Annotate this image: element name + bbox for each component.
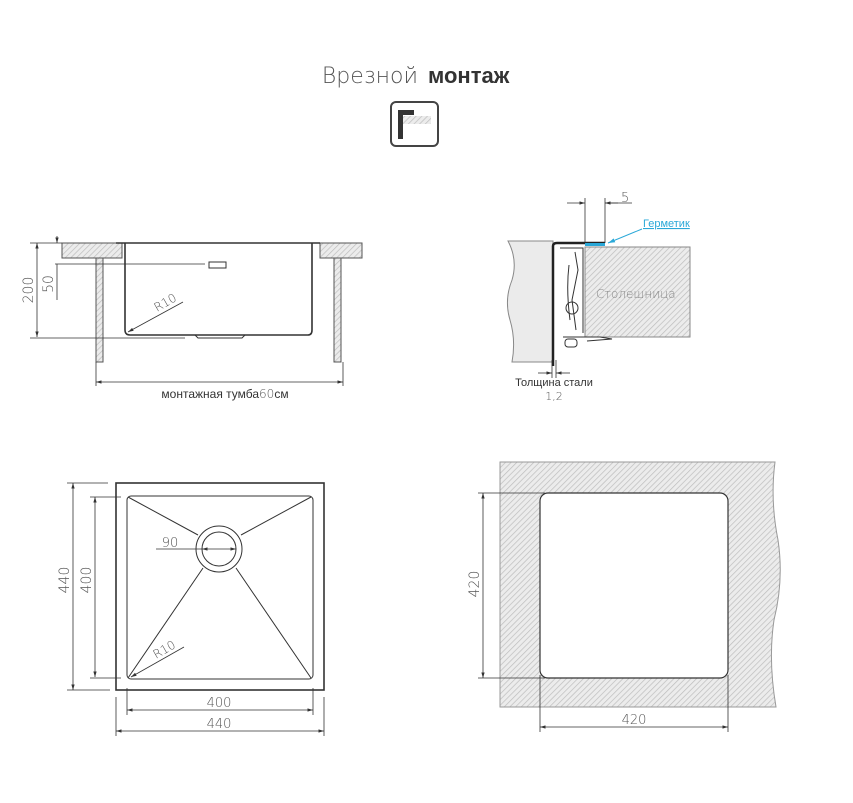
page-title: Врезной монтаж [322,63,510,89]
dim-gap-label: 5 [621,191,629,206]
dim-height-label: 200 [21,277,37,304]
drain-outline [194,334,246,339]
detail-view: 5 Герметик Столешница Толщина стали 1,2 [506,191,691,403]
title-bold: монтаж [428,63,510,88]
outer-height-label: 440 [57,567,73,594]
countertop [584,246,691,338]
cabinet-wall-right [333,257,342,363]
cutout-height-label: 420 [467,571,483,598]
countertop-right [319,242,363,259]
outer-width-label: 440 [207,717,232,732]
countertop-edge [506,240,554,363]
cabinet-wall-left [95,257,104,363]
mounting-clip [560,247,584,333]
sink-steel-edge [551,241,605,366]
cabinet-label: монтажная тумба60см [161,387,288,401]
sink-bowl [126,495,314,680]
drain-diameter-label: 90 [162,536,179,551]
radius-label: R10 [152,291,179,315]
dim-overflow-label: 50 [41,275,57,293]
inner-width-label: 400 [207,696,232,711]
plan-view: 90 R10 440 400 400 440 [57,482,325,736]
sink-bowl-section [116,242,320,336]
section-view: 200 50 R10 монтажная тумба60см [21,236,363,401]
sealant-label: Герметик [643,218,690,230]
steel-thickness-label: Толщина стали [515,377,593,389]
cutout-view: 420 420 [467,461,781,732]
steel-thickness-value: 1,2 [545,390,563,403]
undermount-icon [390,101,439,147]
title-light: Врезной [322,64,418,89]
overflow-outline [208,261,227,269]
bowl-slope-lines [127,496,312,679]
cutout-opening [539,492,729,679]
countertop-label: Столешница [596,287,676,301]
sealant [585,243,605,246]
sink-outer-rim [115,482,325,691]
cutout-width-label: 420 [622,713,647,728]
countertop-left [61,242,123,259]
inner-height-label: 400 [79,567,95,594]
